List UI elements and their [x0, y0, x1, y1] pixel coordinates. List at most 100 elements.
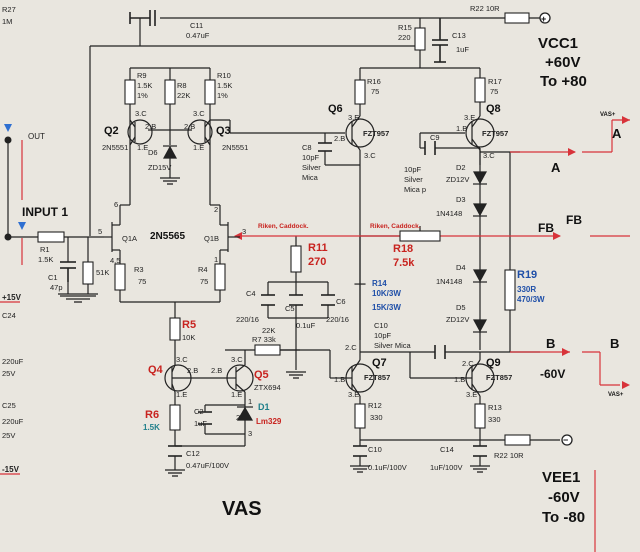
r14-value1: 10K/3W: [372, 289, 401, 298]
c14-label: C14: [440, 445, 454, 454]
out-terminal: [4, 136, 12, 144]
q8-pin-3e: 3.E: [464, 113, 475, 122]
r9-value2: 1%: [137, 91, 148, 100]
c25-value2: 25V: [2, 431, 15, 440]
c4-label: C4: [246, 289, 256, 298]
d5-zener: [472, 319, 488, 333]
c24-label: C24: [2, 311, 16, 320]
q1b-pin2: 2: [214, 205, 218, 214]
diagram-title: VAS: [222, 498, 262, 520]
vas-plus-bottom: VAS+: [608, 392, 624, 398]
r22-top-label: R22 10R: [470, 4, 500, 13]
r22k-label: 22K: [262, 326, 275, 335]
r9-label: R9: [137, 71, 147, 80]
r1-label: R1: [40, 245, 50, 254]
labels: R27 1M +15V C24 220uF 25V C25 220uF 25V …: [2, 4, 624, 526]
q8-pin-3c: 3.C: [483, 151, 495, 160]
r15-label: R15: [398, 23, 412, 32]
q9-label: Q9: [486, 357, 501, 369]
c10-value1: 10pF: [374, 331, 392, 340]
c12-label: C12: [186, 449, 200, 458]
q8-pin-1b: 1.B: [456, 124, 467, 133]
vee-value: -60V: [548, 489, 580, 506]
r11-resistor: [290, 245, 302, 273]
d3-value: 1N4148: [436, 209, 462, 218]
r3-resistor: [114, 263, 126, 291]
r8-label: R8: [177, 81, 187, 90]
r16-resistor: [354, 79, 366, 105]
r7-resistor: [254, 344, 281, 356]
r19-value2: 470/3W: [517, 295, 545, 304]
vcc-name: VCC1: [538, 35, 578, 52]
c4-value: 220/16: [236, 315, 259, 324]
q3-pin-3c: 3.C: [193, 109, 205, 118]
r15-resistor: [414, 27, 426, 51]
riken-label-1: Riken, Caddock.: [258, 223, 309, 230]
vee-name: VEE1: [542, 469, 580, 486]
q7-part: FZT857: [364, 373, 390, 382]
wiring: [7, 17, 560, 470]
port-b-right: B: [610, 336, 619, 351]
q2-label: Q2: [104, 125, 119, 137]
c11-label: C11: [190, 21, 203, 30]
q6-pin-3e: 3.E: [348, 113, 359, 122]
d3-diode: [472, 203, 488, 217]
r13-label: R13: [488, 403, 502, 412]
q6-transistor: [345, 115, 375, 151]
q1a-jfet: [104, 222, 120, 252]
port-fb-label: FB: [538, 221, 554, 235]
r51k-resistor: [82, 261, 94, 285]
r18-label: R18: [393, 243, 413, 255]
r10-value2: 1%: [217, 91, 228, 100]
r13-value: 330: [488, 415, 501, 424]
port-a-right: A: [612, 126, 622, 141]
q6-pin-3c: 3.C: [364, 151, 376, 160]
c14-value: 1uF/100V: [430, 463, 463, 472]
q6-part: FZT957: [363, 129, 389, 138]
c5-value: 0.1uF: [296, 321, 316, 330]
d1-label: D1: [258, 402, 270, 412]
d2-zener: [472, 171, 488, 185]
c1-label: C1: [48, 273, 58, 282]
r19-label: R19: [517, 269, 537, 281]
q5-pin-3c: 3.C: [231, 355, 243, 364]
c24-value1: 220uF: [2, 357, 24, 366]
q9-transistor: [465, 352, 495, 397]
c10-value2: Silver Mica: [374, 341, 412, 350]
ground-symbol: [350, 465, 370, 473]
c9-value3: Mica p: [404, 185, 426, 194]
c9-label: C9: [430, 133, 440, 142]
q6-label: Q6: [328, 103, 343, 115]
c2-value: 1uF: [194, 419, 207, 428]
port-a-label: A: [551, 160, 561, 175]
ground-symbols: [60, 177, 490, 477]
q9-part: FZT857: [486, 373, 512, 382]
riken-label-2: Riken, Caddock.: [370, 223, 421, 230]
resistors: [37, 12, 531, 446]
d1-pin2: 2: [236, 413, 240, 422]
r5-resistor: [169, 317, 181, 341]
r22-bottom-resistor: [504, 434, 531, 446]
r16-value: 75: [371, 87, 379, 96]
c24-value2: 25V: [2, 369, 15, 378]
d3-label: D3: [456, 195, 466, 204]
r27-label: R27: [2, 5, 16, 14]
vcc-range: To +80: [540, 73, 587, 90]
c8-value3: Mica: [302, 173, 319, 182]
c10b-value: 0.1uF/100V: [368, 463, 407, 472]
r10-label: R10: [217, 71, 231, 80]
c25-value1: 220uF: [2, 417, 24, 426]
q5-label: Q5: [254, 369, 269, 381]
r51k-label: 51K: [96, 268, 109, 277]
d1-reference: [236, 406, 254, 421]
r3-value: 75: [138, 277, 146, 286]
c2-label: C2: [194, 407, 204, 416]
c9-value2: Silver: [404, 175, 423, 184]
d6-value: ZD15V: [148, 163, 171, 172]
r27-value: 1M: [2, 17, 12, 26]
q8-part: FZT957: [482, 129, 508, 138]
q3-label: Q3: [216, 125, 231, 137]
r6-label: R6: [145, 409, 159, 421]
r4-label: R4: [198, 265, 208, 274]
q6-pin-2b: 2.B: [334, 134, 345, 143]
